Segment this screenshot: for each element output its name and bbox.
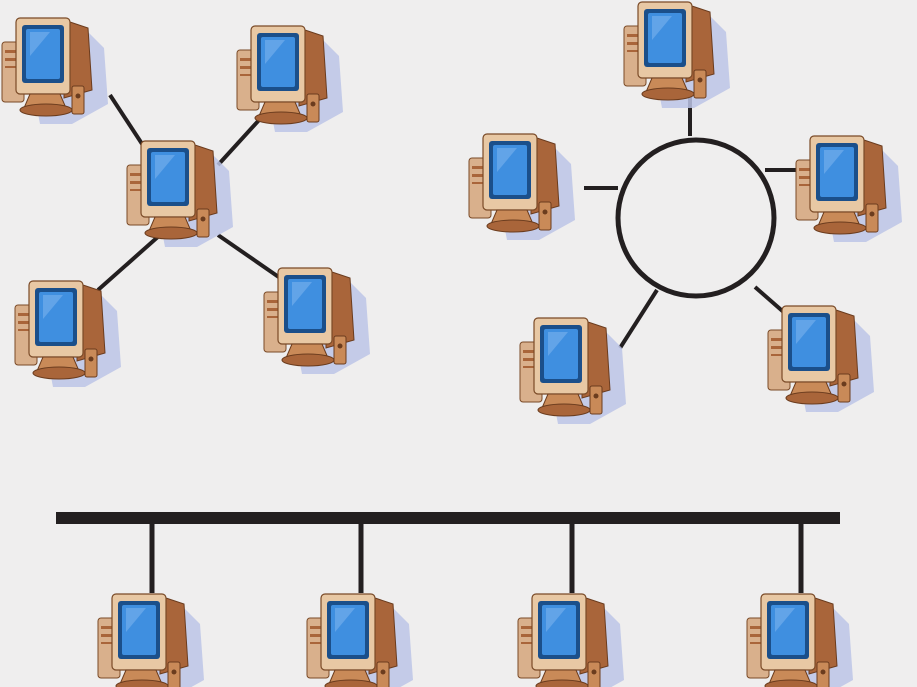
star-link-3 — [96, 233, 162, 292]
computer-icon — [468, 133, 576, 241]
computer-icon — [263, 267, 371, 375]
computer-icon — [126, 140, 234, 248]
computer-icon — [767, 305, 875, 413]
computer-icon — [306, 593, 414, 687]
ring-topology — [468, 1, 903, 425]
bus-links — [56, 512, 840, 593]
computer-icon — [623, 1, 731, 109]
computer-icon — [1, 17, 109, 125]
ring-link-4 — [618, 288, 659, 350]
ring-links — [584, 95, 798, 350]
star-topology — [1, 17, 371, 388]
computer-icon — [519, 317, 627, 425]
computer-icon — [97, 593, 205, 687]
computer-icon — [236, 25, 344, 133]
computer-icon — [517, 593, 625, 687]
star-link-4 — [216, 233, 285, 282]
computer-icon — [795, 135, 903, 243]
computer-icon — [14, 280, 122, 388]
ring-circle — [615, 137, 777, 299]
bus-topology — [97, 593, 854, 687]
computer-icon — [746, 593, 854, 687]
